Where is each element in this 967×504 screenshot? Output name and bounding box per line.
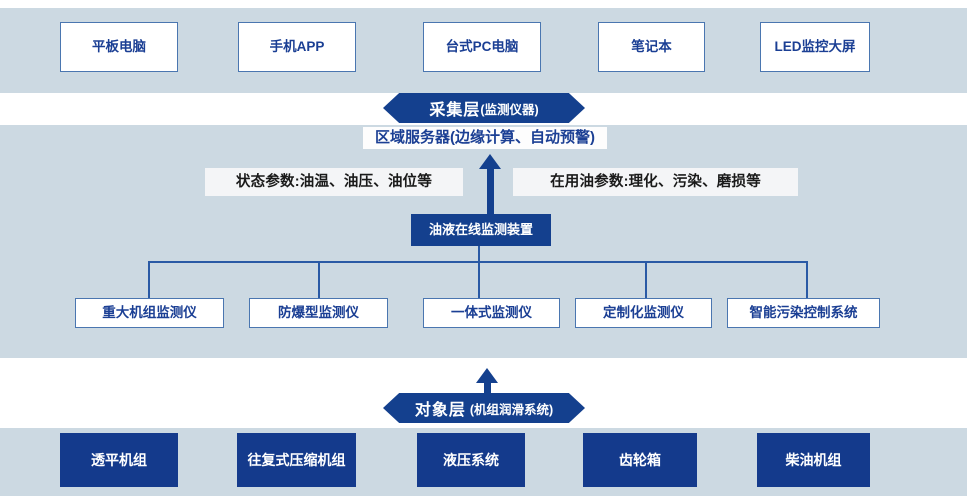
equipment-box-label: 柴油机组 (785, 451, 842, 468)
tree-branch-1 (148, 261, 150, 298)
object-layer-title: 对象层 (414, 402, 466, 419)
collection-layer-title: 采集层 (429, 102, 481, 119)
oil-online-monitoring-device-box[interactable]: 油液在线监测装置 (411, 214, 551, 246)
monitor-box-explosion-proof[interactable]: 防爆型监测仪 (249, 298, 388, 328)
equipment-box-label: 往复式压缩机组 (247, 451, 346, 468)
device-box-label: LED监控大屏 (774, 39, 856, 55)
tree-branch-3 (478, 261, 480, 298)
equipment-box-reciprocating-compressor[interactable]: 往复式压缩机组 (237, 433, 356, 487)
edge-server-label: 区域服务器(边缘计算、自动预警) (363, 127, 607, 149)
equipment-box-label: 液压系统 (443, 451, 499, 468)
device-box-desktop-pc[interactable]: 台式PC电脑 (423, 22, 541, 72)
edge-server-text: 区域服务器(边缘计算、自动预警) (375, 129, 595, 147)
device-box-tablet[interactable]: 平板电脑 (60, 22, 178, 72)
status-parameters-text: 状态参数:油温、油压、油位等 (235, 173, 433, 190)
oil-parameters-label: 在用油参数:理化、污染、磨损等 (513, 168, 798, 196)
monitor-box-integrated[interactable]: 一体式监测仪 (423, 298, 560, 328)
device-box-label: 手机APP (269, 39, 325, 55)
object-layer-banner: 对象层(机组润滑系统) (383, 393, 585, 423)
monitor-box-label: 智能污染控制系统 (749, 305, 858, 321)
upward-arrow-shaft-to-collection (484, 382, 491, 400)
oil-parameters-text: 在用油参数:理化、污染、磨损等 (550, 173, 761, 190)
equipment-box-hydraulic-system[interactable]: 液压系统 (417, 433, 525, 487)
collection-layer-banner: 采集层(监测仪器) (383, 93, 585, 123)
tree-branch-5 (806, 261, 808, 298)
tree-branch-4 (645, 261, 647, 298)
monitor-box-label: 重大机组监测仪 (102, 305, 197, 321)
device-box-label: 台式PC电脑 (445, 39, 519, 55)
tree-branch-2 (318, 261, 320, 298)
oil-online-monitoring-device-label: 油液在线监测装置 (428, 221, 533, 237)
tree-trunk-vertical (478, 246, 480, 262)
equipment-box-gearbox[interactable]: 齿轮箱 (583, 433, 697, 487)
monitor-box-customized[interactable]: 定制化监测仪 (575, 298, 712, 328)
device-box-led-wall[interactable]: LED监控大屏 (760, 22, 870, 72)
monitor-box-label: 防爆型监测仪 (278, 305, 359, 321)
upward-arrow-shaft-to-server (487, 168, 494, 218)
collection-layer-subtitle: (监测仪器) (480, 102, 539, 117)
equipment-box-label: 齿轮箱 (619, 451, 661, 468)
device-box-label: 平板电脑 (92, 39, 146, 55)
monitor-box-smart-contamination-control[interactable]: 智能污染控制系统 (727, 298, 880, 328)
device-box-laptop[interactable]: 笔记本 (598, 22, 705, 72)
status-parameters-label: 状态参数:油温、油压、油位等 (205, 168, 463, 196)
object-layer-subtitle: (机组润滑系统) (469, 402, 554, 417)
equipment-box-label: 透平机组 (91, 451, 147, 468)
monitor-box-label: 定制化监测仪 (603, 305, 684, 321)
device-box-label: 笔记本 (631, 39, 672, 55)
monitor-box-label: 一体式监测仪 (451, 305, 532, 321)
upward-arrow-head-to-collection (476, 368, 498, 383)
device-box-mobile-app[interactable]: 手机APP (238, 22, 356, 72)
equipment-box-diesel-unit[interactable]: 柴油机组 (757, 433, 870, 487)
monitor-box-major-unit[interactable]: 重大机组监测仪 (75, 298, 224, 328)
upward-arrow-head-to-server (479, 154, 501, 169)
equipment-box-turbine-unit[interactable]: 透平机组 (60, 433, 178, 487)
